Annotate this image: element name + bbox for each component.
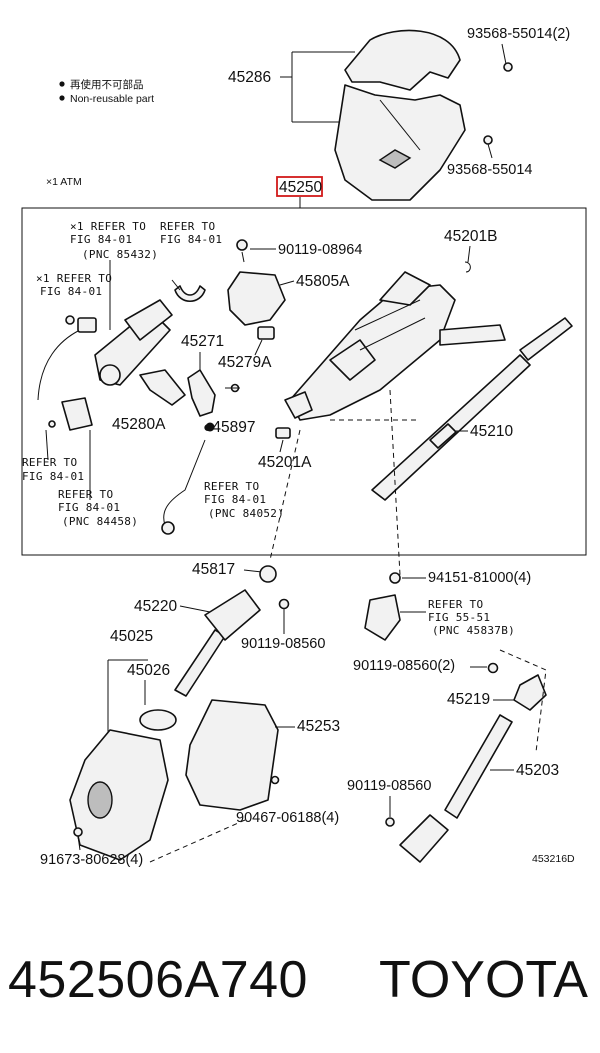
ref-2-line1: REFER TO xyxy=(160,220,215,233)
label-45279A: 45279A xyxy=(218,354,272,371)
label-45286: 45286 xyxy=(228,69,271,86)
footer: 452506A740 TOYOTA xyxy=(0,940,600,1020)
ref-6-line3: (PNC 84052) xyxy=(208,507,284,520)
label-45203: 45203 xyxy=(516,762,559,779)
ignition-switch-part xyxy=(37,260,186,500)
legend-non-reusable-jp: 再使用不可部品 xyxy=(70,78,144,91)
ref-7-line1: REFER TO xyxy=(428,598,483,611)
label-45897: ●45897 xyxy=(203,419,255,436)
legend-non-reusable-en: Non-reusable part xyxy=(70,93,154,105)
label-93568-55014-2: 93568-55014(2) xyxy=(467,26,570,42)
ref-1-line1: ×1 REFER TO xyxy=(70,220,146,233)
bullet-icon xyxy=(59,95,65,101)
ref-7-line3: (PNC 45837B) xyxy=(432,624,515,637)
intermediate-shaft-part xyxy=(174,589,261,697)
label-45280A: 45280A xyxy=(112,416,166,433)
label-45026: 45026 xyxy=(127,662,170,679)
label-90119-08964: 90119-08964 xyxy=(278,242,362,258)
label-45201A: 45201A xyxy=(258,454,312,471)
column-boot-part xyxy=(69,729,169,861)
label-45201B: 45201B xyxy=(444,228,497,245)
legend-note: ×1 ATM xyxy=(46,176,82,188)
label-91673-80628-4: 91673-80628(4) xyxy=(40,852,143,868)
column-cover-part xyxy=(334,29,466,201)
steering-column-assembly xyxy=(284,271,506,421)
label-45817: 45817 xyxy=(192,561,235,578)
label-45250: 45250 xyxy=(279,179,322,196)
brand-name: TOYOTA xyxy=(379,951,588,1009)
ref-3-line1: ×1 REFER TO xyxy=(36,272,112,285)
ref-7-line2: FIG 55-51 xyxy=(428,611,490,624)
ref-1-line2: FIG 84-01 xyxy=(70,233,132,246)
label-45253: 45253 xyxy=(297,718,340,735)
part-number: 452506A740 xyxy=(8,951,308,1009)
label-45219: 45219 xyxy=(447,691,490,708)
ref-5-line2: FIG 84-01 xyxy=(58,501,120,514)
highlight-box xyxy=(276,176,323,197)
ref-5-line1: REFER TO xyxy=(58,488,113,501)
assembly-frame xyxy=(21,207,587,556)
label-45271: 45271 xyxy=(181,333,224,350)
label-94151-81000-4: 94151-81000(4) xyxy=(428,570,531,586)
bullet-icon xyxy=(59,81,65,87)
label-90119-08560-b: 90119-08560 xyxy=(347,778,431,794)
label-45210: 45210 xyxy=(470,423,513,440)
label-453216D: 453216D xyxy=(532,853,575,865)
label-45025: 45025 xyxy=(110,628,153,645)
ref-4-line2: FIG 84-01 xyxy=(22,470,84,483)
steering-shaft-part xyxy=(399,714,513,863)
label-90119-08560-a: 90119-08560 xyxy=(241,636,325,652)
ref-3-line2: FIG 84-01 xyxy=(40,285,102,298)
label-93568-55014: 93568-55014 xyxy=(447,162,532,178)
ref-1-line3: (PNC 85432) xyxy=(82,248,158,261)
ref-6-line1: REFER TO xyxy=(204,480,259,493)
non-reusable-icon xyxy=(205,422,215,432)
ref-6-line2: FIG 84-01 xyxy=(204,493,266,506)
ref-4-line1: REFER TO xyxy=(22,456,77,469)
ref-5-line3: (PNC 84458) xyxy=(62,515,138,528)
label-90467-06188-4: 90467-06188(4) xyxy=(236,810,339,826)
label-45805A: 45805A xyxy=(296,273,350,290)
label-45220: 45220 xyxy=(134,598,177,615)
label-90119-08560-2: 90119-08560(2) xyxy=(353,658,455,674)
ref-2-line2: FIG 84-01 xyxy=(160,233,222,246)
